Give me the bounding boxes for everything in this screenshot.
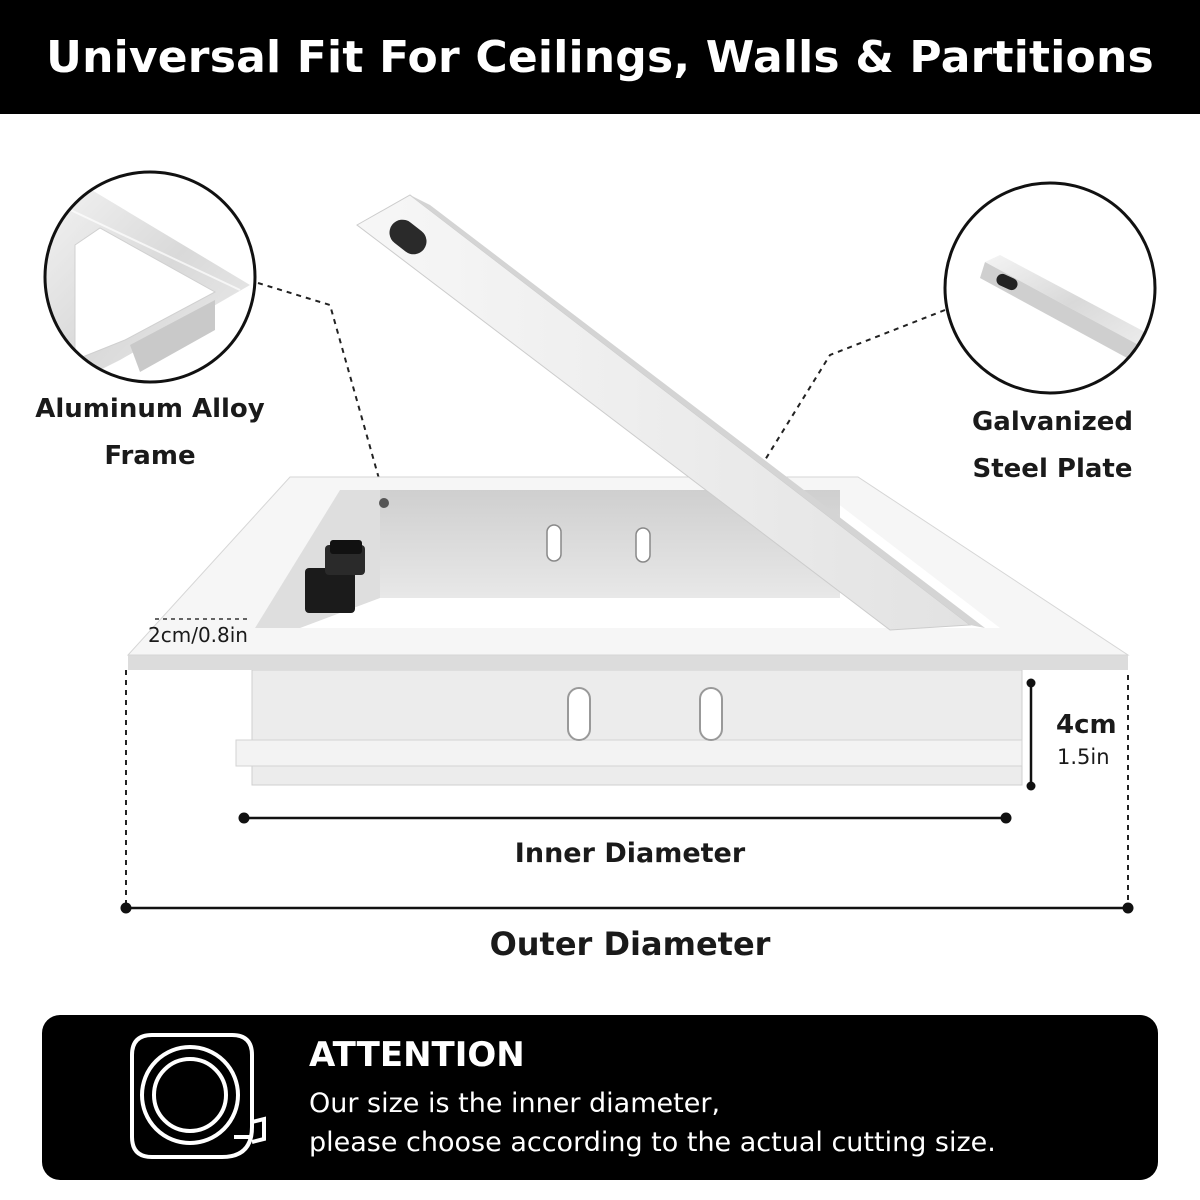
attention-line-1: Our size is the inner diameter, (309, 1088, 721, 1119)
attention-title: ATTENTION (309, 1035, 525, 1075)
depth-in-label: 1.5in (1057, 745, 1110, 769)
access-door-lid (356, 194, 985, 631)
depth-cm-label: 4cm (1056, 710, 1117, 740)
steel-plate-label-line2: Steel Plate (972, 454, 1133, 484)
page-title: Universal Fit For Ceilings, Walls & Part… (46, 31, 1154, 83)
tape-measure-icon (130, 1033, 266, 1159)
latch-clip (305, 540, 365, 613)
inner-diameter-label: Inner Diameter (514, 838, 746, 869)
aluminum-frame-label: Aluminum Alloy Frame (20, 386, 280, 480)
steel-plate-lock-icon (943, 181, 1157, 395)
frame-width-label: 2cm/0.8in (148, 623, 248, 647)
aluminum-frame-label-line1: Aluminum Alloy (35, 394, 265, 424)
access-panel-illustration (43, 170, 1157, 914)
aluminum-frame-label-line2: Frame (104, 441, 196, 471)
aluminum-frame-corner-icon (43, 170, 257, 384)
header-banner: Universal Fit For Ceilings, Walls & Part… (0, 0, 1200, 114)
outer-diameter-label: Outer Diameter (489, 925, 771, 963)
steel-plate-label: Galvanized Steel Plate (930, 399, 1175, 493)
attention-panel: ATTENTION Our size is the inner diameter… (42, 1015, 1158, 1180)
steel-plate-label-line1: Galvanized (971, 407, 1134, 437)
attention-line-2: please choose according to the actual cu… (309, 1127, 996, 1158)
